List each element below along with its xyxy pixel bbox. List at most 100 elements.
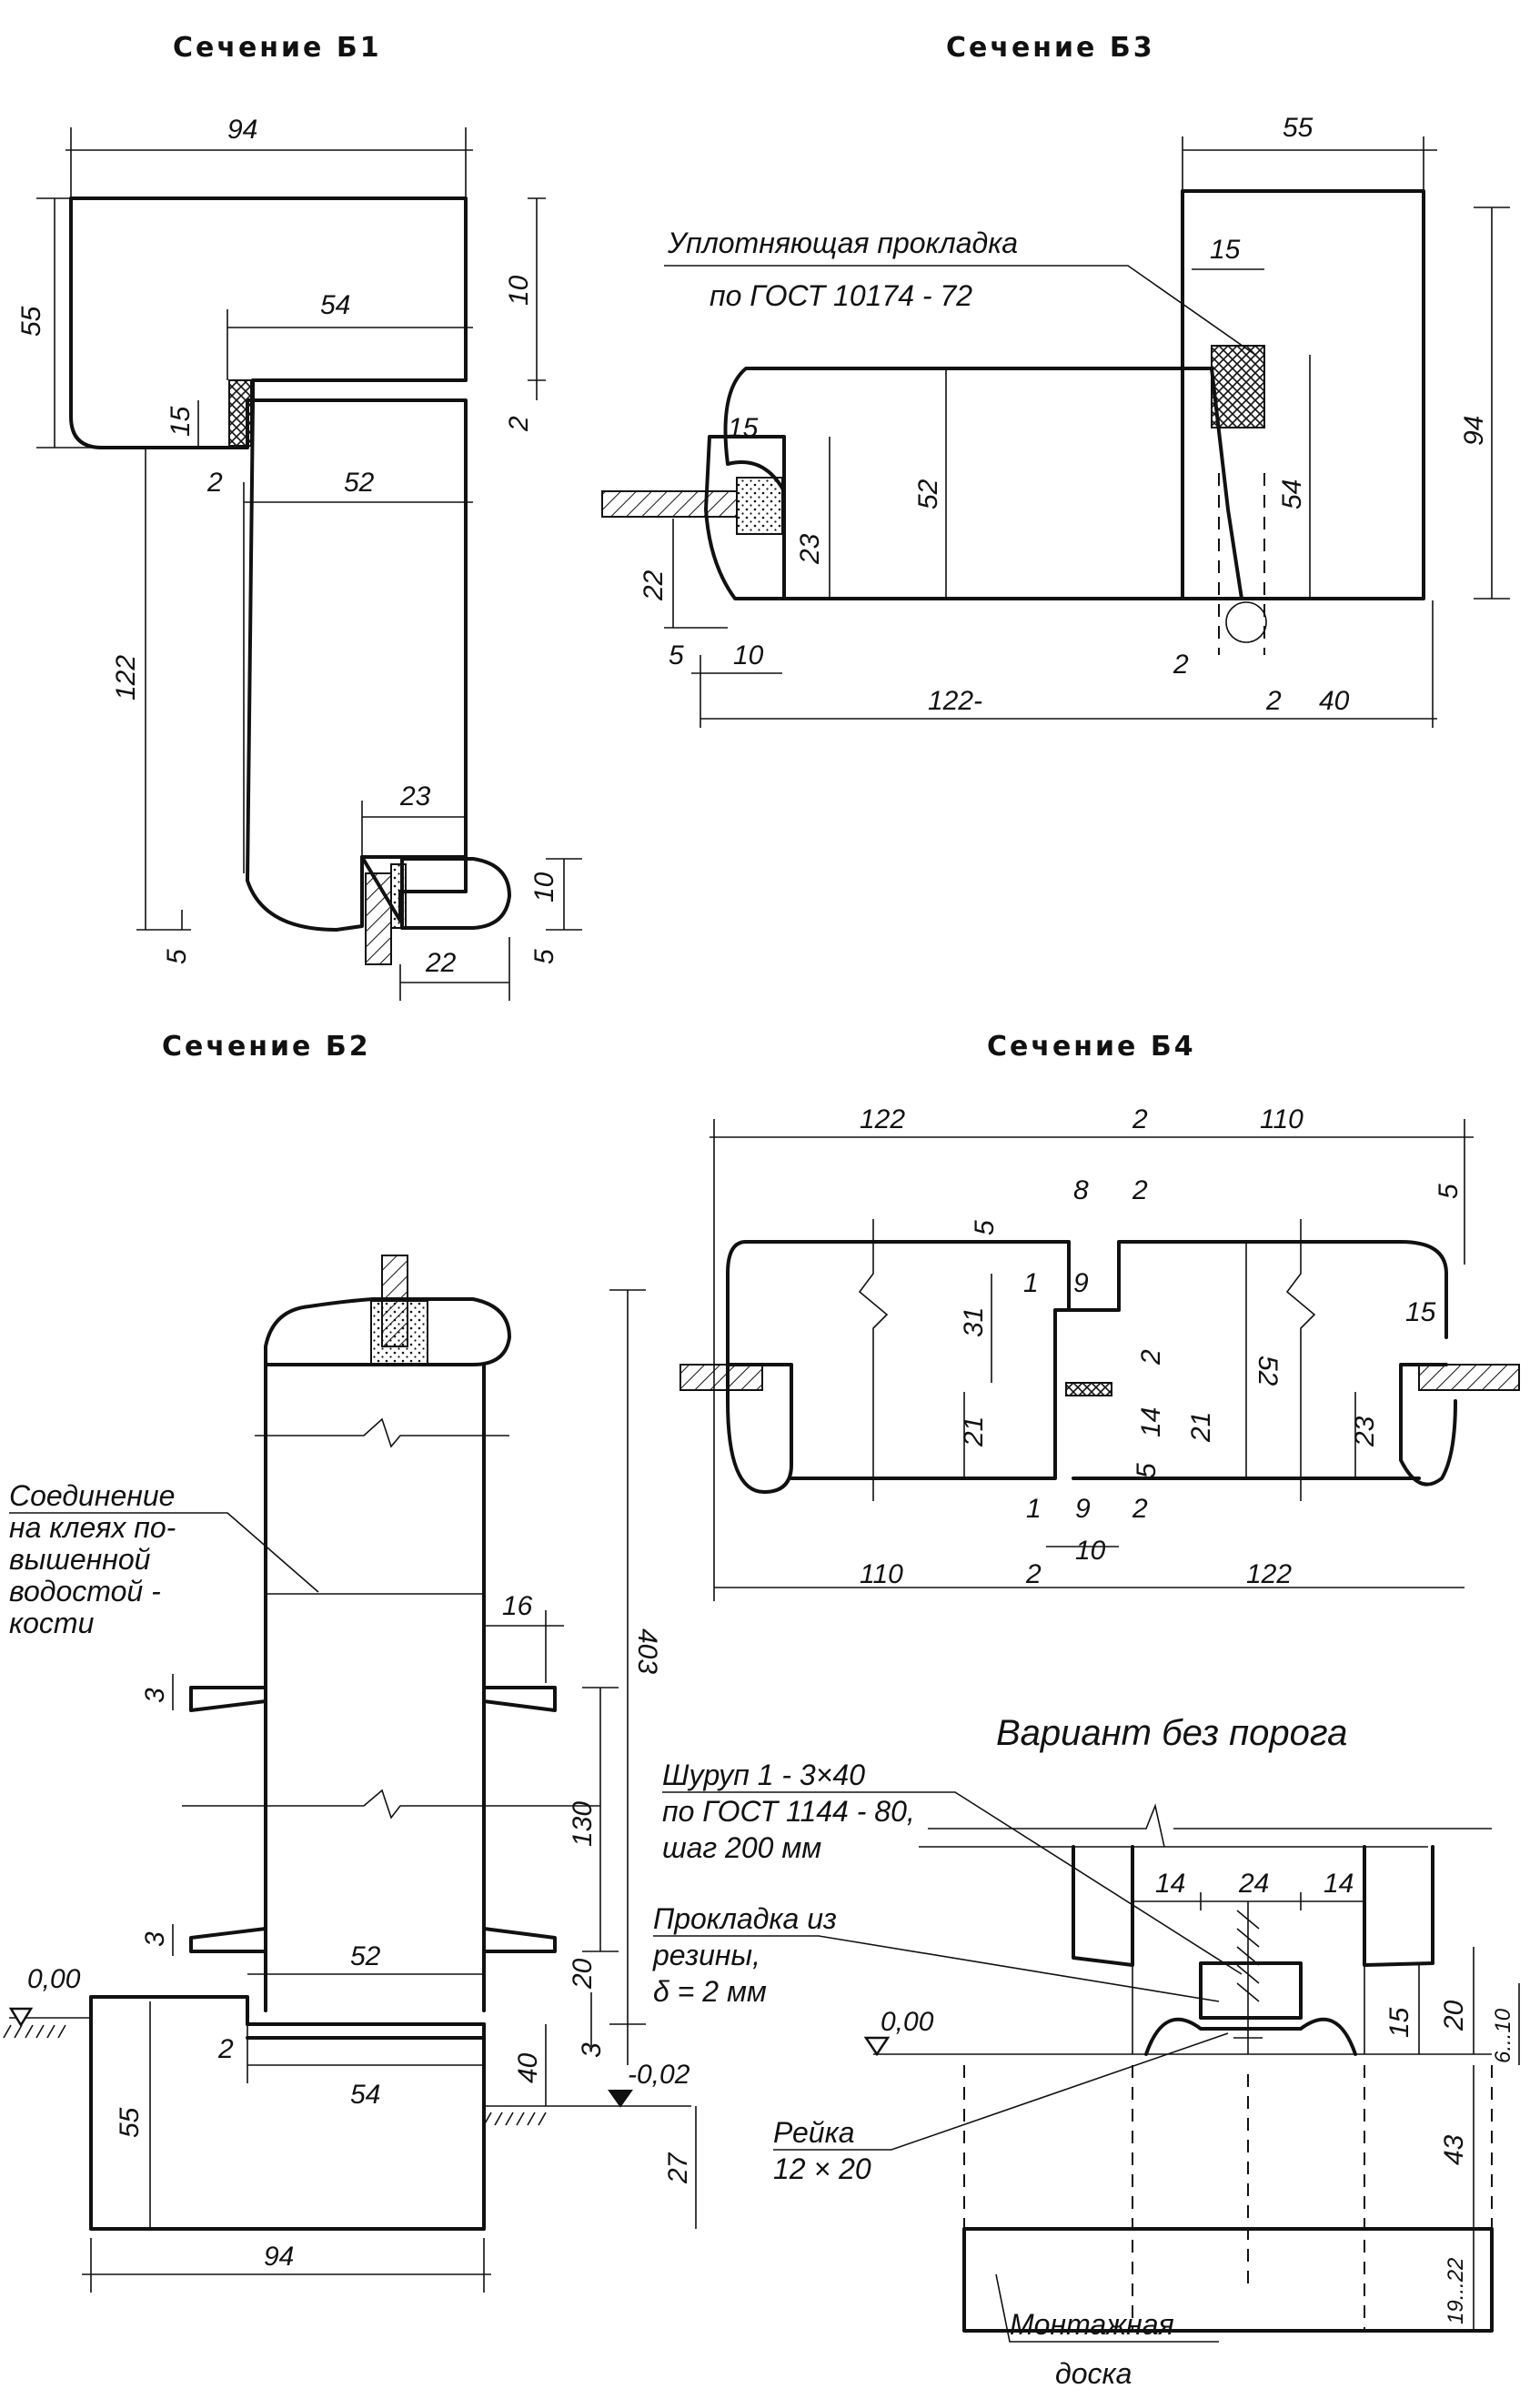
gasket-label-2: резины,: [652, 1939, 760, 1971]
section-b1-title: Сечение Б1: [173, 32, 382, 64]
b3-dim-15: 15: [1210, 235, 1241, 265]
b4-dim-15: 15: [1405, 1297, 1436, 1327]
b2-level-zero: 0,00: [27, 1964, 81, 1994]
b1-threshold-insert: [365, 872, 392, 965]
b3-seal-leader: [664, 265, 1256, 356]
variant-dim-14b: 14: [1324, 1869, 1354, 1899]
b3-glass-edge: [601, 490, 738, 518]
b4-dim-2a: 2: [1132, 1104, 1148, 1134]
b2-glue-leader: [9, 1512, 319, 1593]
b2-top-bead: [264, 1297, 511, 1366]
b4-dim-52: 52: [1253, 1356, 1283, 1386]
b3-hinge-axis: [1218, 473, 1265, 655]
b4-right-glass: [1418, 1364, 1520, 1391]
board-label-2: доска: [1055, 2357, 1132, 2390]
variant-dim-20: 20: [1439, 2000, 1469, 2031]
b2-glue-label-2: на клеях по-: [9, 1511, 176, 1544]
b4-left-glass: [679, 1364, 763, 1391]
b2-dim-130: 130: [568, 1801, 598, 1847]
b3-frame: [1181, 189, 1425, 600]
b2-dim-3c: 3: [577, 2042, 607, 2058]
b3-dim-5: 5: [669, 640, 684, 670]
variant-stiles: [1132, 1892, 1365, 2054]
b3-dim-22: 22: [639, 570, 669, 601]
b3-hinge: [1225, 601, 1267, 643]
variant-level-marker: [863, 2036, 891, 2057]
b4-dim-1b: 1: [1026, 1494, 1042, 1524]
b1-dim-15: 15: [166, 406, 196, 437]
variant-mounting-board: [962, 2227, 1494, 2333]
b4-dim-21a: 21: [959, 1416, 989, 1447]
b3-sealant: [736, 477, 783, 535]
section-b4: Сечение Б4 122 2 110 5 8 2 5 15 1 9 31 5…: [679, 1031, 1520, 1601]
b1-dim-2a: 2: [504, 416, 534, 432]
variant-dim-19-22: 19...22: [1444, 2258, 1468, 2324]
variant-title: Вариант без порога: [996, 1713, 1347, 1753]
b4-dim-2e: 2: [1025, 1559, 1042, 1589]
b3-dim-54: 54: [1277, 479, 1307, 509]
b1-dim-5b: 5: [529, 949, 559, 964]
b4-break-lines: [858, 1219, 1316, 1501]
b3-dim-55: 55: [1283, 113, 1314, 143]
variant-no-threshold: Вариант без порога Шуруп 1 - 3×40 по ГОС…: [652, 1713, 1520, 2390]
b2-dim-16: 16: [502, 1591, 533, 1621]
screw-label-2: по ГОСТ 1144 - 80,: [662, 1795, 915, 1828]
b2-level-minus: -0,02: [628, 2060, 690, 2090]
b4-dim-14: 14: [1136, 1407, 1166, 1437]
b1-dim-22: 22: [425, 948, 457, 978]
b2-dim-403: 403: [632, 1628, 662, 1674]
b4-dim-23: 23: [1350, 1416, 1380, 1447]
b4-dim-5c: 5: [1132, 1463, 1162, 1478]
b2-panel-top-right: [482, 1686, 557, 1712]
variant-dimension-lines: [1132, 1892, 1520, 2331]
b2-glue-label-5: кости: [9, 1607, 95, 1639]
b2-break-line-1: [255, 1417, 509, 1448]
gasket-label-1: Прокладка из: [653, 1902, 837, 1935]
gasket-leader: [653, 1935, 1220, 2002]
b1-dim-2b: 2: [206, 468, 223, 498]
b3-dim-52: 52: [913, 479, 943, 509]
section-b1: Сечение Б1 94 55 10 54 15 2 2 52 122 23 …: [16, 32, 582, 1001]
b1-dim-54: 54: [320, 290, 350, 320]
board-leader: [995, 2273, 1219, 2343]
rail-label-1: Рейка: [773, 2116, 854, 2149]
variant-dim-6-10: 6...10: [1491, 2008, 1515, 2063]
b1-dim-23: 23: [399, 781, 431, 811]
b2-dimension-lines: [82, 1289, 697, 2293]
b3-dim-23: 23: [795, 533, 825, 565]
b4-dim-2b: 2: [1132, 1175, 1148, 1205]
gasket-label-3: δ = 2 мм: [653, 1975, 767, 2008]
board-label-1: Монтажная: [1010, 2308, 1174, 2341]
b1-dim-94: 94: [227, 115, 257, 145]
b1-seal: [228, 379, 252, 447]
b1-frame-top: [69, 197, 468, 449]
section-b4-title: Сечение Б4: [987, 1031, 1196, 1063]
variant-dim-14a: 14: [1155, 1869, 1185, 1899]
b2-dim-20: 20: [568, 1958, 598, 1990]
b2-panel-bottom-right: [482, 1927, 557, 1953]
b4-dim-1a: 1: [1023, 1268, 1039, 1298]
b4-seal: [1065, 1382, 1112, 1396]
screw-label-3: шаг 200 мм: [662, 1831, 821, 1864]
b1-sealant: [390, 863, 407, 929]
section-b3: Сечение Б3 Уплотняющая прокладка по ГОСТ…: [601, 32, 1510, 728]
variant-leaves: [1072, 1845, 1434, 1967]
b2-dim-2: 2: [217, 2034, 234, 2064]
b4-dim-122a: 122: [860, 1104, 905, 1134]
b2-sill-gap: [246, 2022, 486, 2040]
b4-dim-9a: 9: [1073, 1268, 1089, 1298]
b4-dim-31: 31: [959, 1307, 989, 1337]
b3-dimension-lines: [664, 136, 1510, 728]
b3-dim-2b: 2: [1265, 686, 1282, 716]
b3-seal-label-2: по ГОСТ 10174 - 72: [710, 279, 972, 312]
b1-dim-10: 10: [504, 275, 534, 306]
variant-break-line: [919, 1803, 1492, 1848]
b2-stile: [264, 1354, 486, 2012]
variant-level-zero: 0,00: [881, 2007, 934, 2037]
b4-dim-5a: 5: [970, 1220, 1000, 1235]
rail-label-2: 12 × 20: [773, 2152, 871, 2185]
b2-dim-3b: 3: [140, 1931, 170, 1947]
variant-gasket: [1144, 2017, 1357, 2056]
b3-dim-2a: 2: [1173, 650, 1189, 680]
